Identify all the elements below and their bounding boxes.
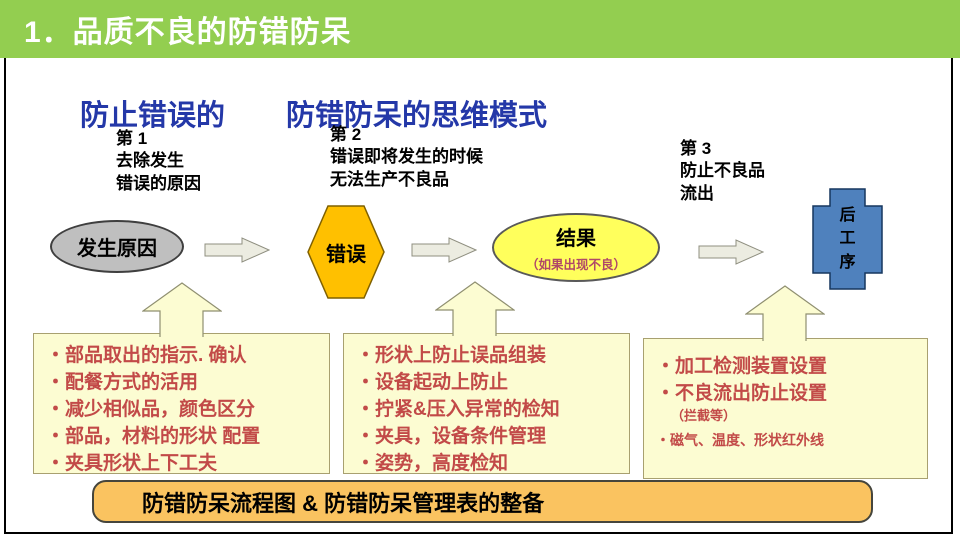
box1-item: ・部品，材料的形状 配置	[46, 426, 261, 447]
countermeasure-box-1: ・部品取出的指示. 确认 ・配餐方式的活用 ・减少相似品，颜色区分 ・部品，材料…	[33, 333, 330, 474]
result-sublabel: （如果出现不良）	[525, 258, 626, 272]
stage-2-line1: 错误即将发生的时候	[330, 147, 483, 167]
next-process-label: 后工序	[839, 207, 856, 271]
up-arrow-2-icon	[435, 281, 515, 336]
stage-3-line1: 防止不良品	[680, 161, 765, 181]
cause-ellipse: 发生原因	[50, 220, 184, 273]
up-arrow-3-icon	[745, 285, 825, 341]
flow-arrow-right-3-icon	[698, 239, 764, 265]
cause-label: 发生原因	[77, 238, 157, 260]
stage-2-number: 第 2	[330, 125, 362, 144]
error-hexagon: 错误	[307, 205, 385, 299]
up-arrow-1-icon	[142, 282, 222, 337]
right-border-line	[951, 58, 953, 534]
result-label: 结果	[556, 228, 596, 250]
next-process-cross: 后工序	[812, 188, 883, 290]
box3-item-small: ・磁气、温度、形状红外线	[656, 432, 824, 448]
box1-item: ・减少相似品，颜色区分	[46, 399, 256, 420]
stage-1-line2: 错误的原因	[116, 173, 201, 193]
stage-3-number: 第 3	[680, 139, 712, 158]
box3-item: ・加工检测装置设置	[656, 356, 828, 377]
stage-2-line2: 无法生产不良品	[330, 169, 449, 189]
box2-item: ・姿势，高度检知	[356, 453, 509, 474]
box3-note: （拦截等）	[671, 408, 737, 423]
box3-item: ・不良流出防止设置	[656, 383, 828, 404]
left-border-line	[4, 58, 6, 534]
slide-title-part2: 防错防呆的思维模式	[286, 100, 548, 132]
stage-1-number: 第 1	[116, 129, 148, 148]
page-title: 1．品质不良的防错防呆	[24, 16, 352, 49]
box2-item: ・夹具，设备条件管理	[356, 426, 547, 447]
flow-arrow-right-2-icon	[411, 237, 477, 263]
box1-item: ・配餐方式的活用	[46, 372, 199, 393]
countermeasure-box-2: ・形状上防止误品组装 ・设备起动上防止 ・拧紧&压入异常的检知 ・夹具，设备条件…	[343, 333, 630, 474]
slide-header: 1．品质不良的防错防呆	[0, 0, 960, 58]
footer-label: 防错防呆流程图 & 防错防呆管理表的整备	[142, 490, 545, 516]
stage-label-3: 第 3 防止不良品 流出	[680, 138, 765, 205]
box1-item: ・部品取出的指示. 确认	[46, 345, 247, 366]
bottom-border-line	[4, 532, 953, 534]
box2-item: ・设备起动上防止	[356, 372, 509, 393]
stage-label-2: 第 2 错误即将发生的时候 无法生产不良品	[330, 124, 483, 191]
box1-item: ・夹具形状上下工夫	[46, 453, 218, 474]
box2-item: ・形状上防止误品组装	[356, 345, 547, 366]
countermeasure-box-3: ・加工检测装置设置 ・不良流出防止设置 （拦截等） ・磁气、温度、形状红外线	[643, 338, 928, 479]
footer-banner: 防错防呆流程图 & 防错防呆管理表的整备	[92, 480, 873, 523]
error-label: 错误	[326, 243, 366, 266]
next-process-label-wrap: 后工序	[812, 188, 883, 290]
stage-3-line2: 流出	[680, 183, 714, 203]
stage-label-1: 第 1 去除发生 错误的原因	[116, 128, 201, 195]
result-ellipse: 结果 （如果出现不良）	[492, 213, 660, 282]
stage-1-line1: 去除发生	[116, 151, 184, 171]
flow-arrow-right-1-icon	[204, 237, 270, 263]
slide-title-part1: 防止错误的	[80, 100, 226, 132]
error-label-wrap: 错误	[307, 205, 385, 299]
box2-item: ・拧紧&压入异常的检知	[356, 399, 560, 420]
